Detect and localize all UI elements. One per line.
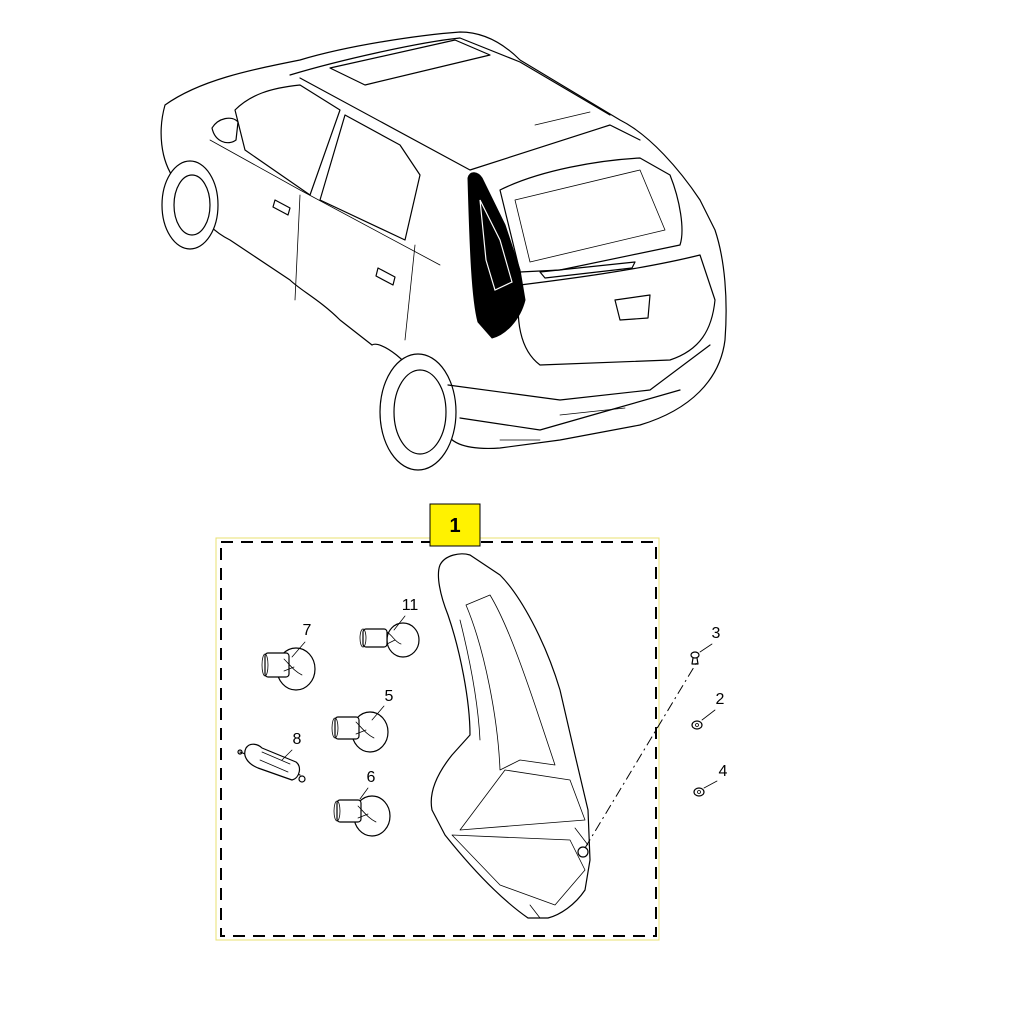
callout-box [429,503,481,547]
leader-8 [281,749,293,761]
part-label-3: 3 [712,625,721,642]
leader-7 [291,641,306,658]
screw-3 [690,651,700,665]
part-label-4: 4 [719,763,728,780]
assembly-frame [215,537,660,941]
leader-11 [393,615,406,631]
assembly-callout: 1 [429,503,481,547]
bulb-5 [331,711,389,753]
part-label-2: 2 [716,691,725,708]
leader-5 [371,705,385,721]
callout-number: 1 [449,515,460,537]
leader-4 [703,780,718,789]
alignment-line [584,661,698,849]
leader-2 [701,709,716,721]
tail-lamp-highlight [467,172,526,339]
vehicle-illustration [160,31,727,471]
tail-lamp-assembly [430,553,591,919]
part-label-11: 11 [402,597,419,614]
part-label-6: 6 [367,769,376,786]
leader-6 [359,787,369,800]
bulb-8 [237,743,306,783]
leader-3 [699,643,713,653]
nut-2 [691,720,703,730]
part-label-8: 8 [293,731,302,748]
nut-4 [693,787,705,797]
part-label-5: 5 [385,688,394,705]
part-label-7: 7 [303,622,312,639]
bulb-6 [333,795,391,837]
bulb-7 [261,647,316,691]
bulb-11 [359,622,420,658]
